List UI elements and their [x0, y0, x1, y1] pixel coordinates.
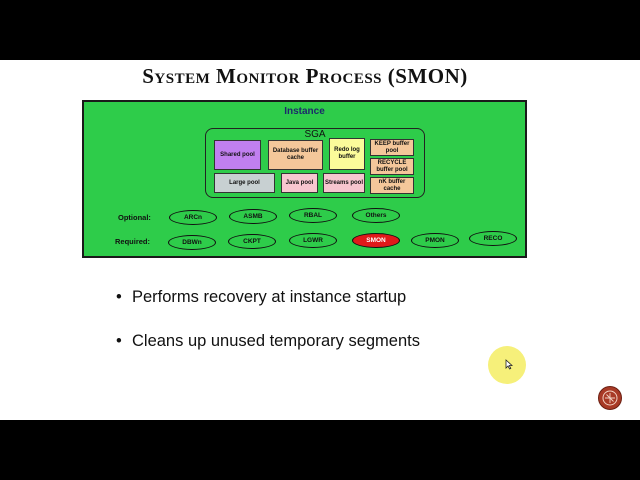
shared-pool-box: Shared pool	[214, 140, 261, 170]
keep-buffer-pool-box: KEEP buffer pool	[370, 139, 414, 156]
channel-logo-icon	[598, 386, 622, 410]
sga-label: SGA	[304, 129, 326, 140]
slide-title: System Monitor Process (SMON)	[142, 64, 468, 88]
slide: System Monitor Process (SMON) Instance S…	[0, 60, 640, 420]
java-pool-box: Java pool	[281, 173, 318, 193]
streams-pool-box: Streams pool	[323, 173, 365, 193]
process-asmb: ASMB	[229, 209, 277, 224]
optional-label: Optional:	[118, 213, 151, 222]
nk-buffer-cache-box: nK buffer cache	[370, 177, 414, 194]
bullet-dot-icon: •	[116, 288, 122, 306]
bullet-item: • Cleans up unused temporary segments	[116, 332, 420, 351]
process-arcn: ARCn	[169, 210, 217, 225]
bullet-text: Performs recovery at instance startup	[132, 288, 407, 306]
required-label: Required:	[115, 237, 151, 246]
process-others: Others	[352, 208, 400, 223]
database-buffer-cache-box: Database buffer cache	[268, 140, 323, 170]
process-lgwr: LGWR	[289, 233, 337, 248]
mouse-pointer-icon	[505, 359, 513, 370]
redo-log-buffer-box: Redo log buffer	[329, 138, 365, 170]
bullet-text: Cleans up unused temporary segments	[132, 332, 420, 350]
process-smon-highlighted: SMON	[352, 233, 400, 248]
process-reco: RECO	[469, 231, 517, 246]
process-dbwn: DBWn	[168, 235, 216, 250]
sga-box: SGA	[205, 128, 425, 198]
process-ckpt: CKPT	[228, 234, 276, 249]
bullet-item: • Performs recovery at instance startup	[116, 288, 420, 307]
bullet-list: • Performs recovery at instance startup …	[116, 288, 420, 376]
instance-label: Instance	[284, 106, 325, 117]
bullet-dot-icon: •	[116, 332, 122, 350]
recycle-buffer-pool-box: RECYCLE buffer pool	[370, 158, 414, 175]
process-rbal: RBAL	[289, 208, 337, 223]
instance-box: Instance SGA Shared pool Database buffer…	[82, 100, 527, 258]
large-pool-box: Large pool	[214, 173, 275, 193]
cursor-highlight	[488, 346, 526, 384]
process-pmon: PMON	[411, 233, 459, 248]
